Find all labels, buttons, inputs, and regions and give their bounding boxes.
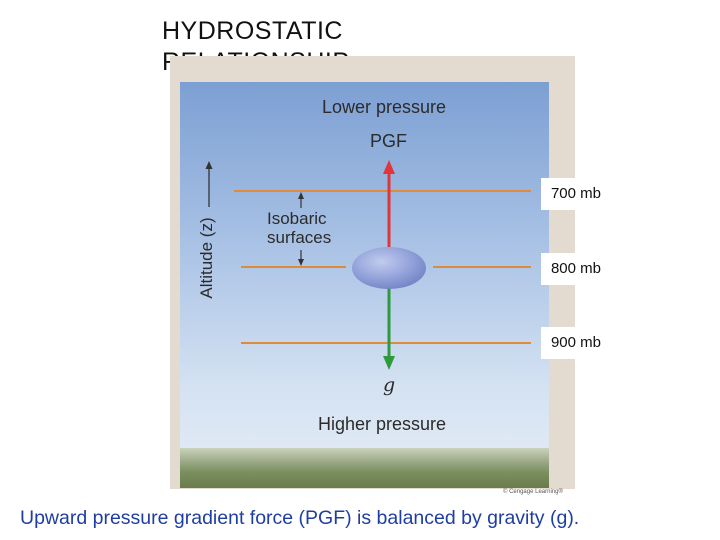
isobaric-arrowhead-down bbox=[298, 259, 304, 266]
title-line-1: HYDROSTATIC bbox=[162, 17, 343, 45]
altitude-axis-label: Altitude (z) bbox=[197, 217, 216, 299]
higher-pressure-label: Higher pressure bbox=[318, 414, 447, 434]
air-parcel bbox=[352, 247, 426, 289]
isobar-label-900: 900 mb bbox=[541, 327, 611, 359]
isobaric-arrowhead-up bbox=[298, 192, 304, 199]
pgf-label: PGF bbox=[370, 131, 408, 151]
isobaric-label-line-2: surfaces bbox=[267, 228, 332, 247]
isobaric-label-line-1: Isobaric bbox=[267, 209, 327, 228]
gravity-label: g bbox=[383, 374, 396, 396]
altitude-axis-arrowhead bbox=[205, 161, 213, 169]
isobaric-surfaces-label: Isobaric surfaces bbox=[267, 209, 331, 247]
caption: Upward pressure gradient force (PGF) is … bbox=[20, 507, 580, 529]
gravity-arrowhead bbox=[383, 356, 395, 370]
isobar-label-700: 700 mb bbox=[541, 178, 611, 210]
copyright-notice: © Cengage Learning® bbox=[503, 489, 563, 495]
lower-pressure-label: Lower pressure bbox=[322, 97, 447, 117]
ground-strip bbox=[180, 448, 549, 488]
sky-background bbox=[180, 82, 549, 488]
isobar-label-800: 800 mb bbox=[541, 253, 611, 285]
pgf-arrowhead bbox=[383, 160, 395, 174]
